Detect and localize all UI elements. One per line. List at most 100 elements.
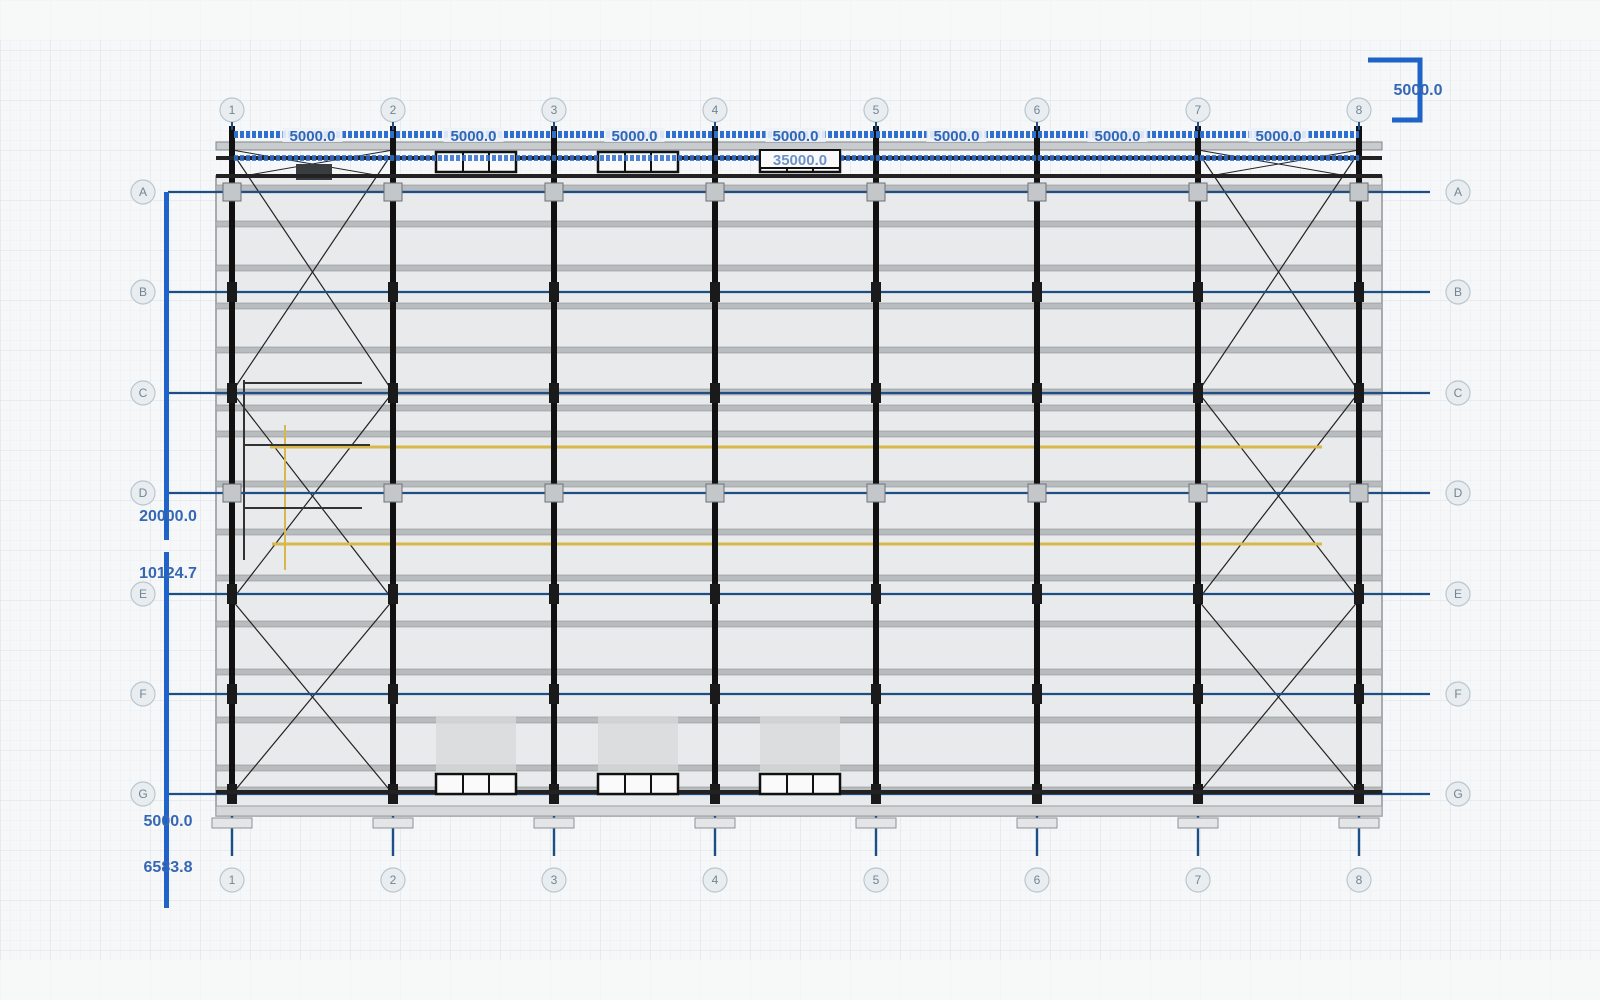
grid-bubble-left-A[interactable]: A [130,179,156,205]
grid-bubble-top-2[interactable]: 2 [380,97,406,123]
column-section [1354,684,1364,704]
column-8 [1356,126,1362,794]
grid-bubble-top-3[interactable]: 3 [541,97,567,123]
grid-bubble-top-5[interactable]: 5 [863,97,889,123]
grid-bubble-left-B[interactable]: B [130,279,156,305]
grid-bubble-top-4[interactable]: 4 [702,97,728,123]
window-opening [758,772,842,796]
grid-bubble-top-8-label: 8 [1356,103,1363,117]
grid-bubble-bottom-4[interactable]: 4 [702,867,728,893]
grid-bubble-right-D[interactable]: D [1445,480,1471,506]
grid-bubble-right-C[interactable]: C [1445,380,1471,406]
column-section [388,282,398,302]
dim-label-bg [1087,128,1148,142]
column-section [710,282,720,302]
grid-bubble-left-A-label: A [139,185,147,199]
left-dim-offset-2: 5000.0 [144,813,193,830]
grid-bubble-top-7-label: 7 [1195,103,1202,117]
grid-bubble-left-E[interactable]: E [130,581,156,607]
footing-pad [1338,817,1380,829]
grid-bubble-top-7[interactable]: 7 [1185,97,1211,123]
grid-bubble-left-G-label: G [138,787,147,801]
grid-bubble-right-A[interactable]: A [1445,179,1471,205]
column-section [388,684,398,704]
bay-dimension-7: 5000.0 [1256,128,1302,145]
column-section [549,684,559,704]
column-section [227,282,237,302]
grid-bubble-left-B-circle [130,279,156,305]
grid-bubble-bottom-5-label: 5 [873,873,880,887]
window-opening [434,772,518,796]
grid-bubble-bottom-8[interactable]: 8 [1346,867,1372,893]
bay-dimension-1: 5000.0 [290,128,336,145]
column-section [1193,383,1203,403]
door-zone [598,716,678,772]
bay-dimension-6: 5000.0 [1095,128,1141,145]
column-section [710,584,720,604]
grid-bubble-right-C-circle [1445,380,1471,406]
grid-bubble-bottom-5[interactable]: 5 [863,867,889,893]
grid-bubble-bottom-6[interactable]: 6 [1024,867,1050,893]
grid-bubble-bottom-8-label: 8 [1356,873,1363,887]
grid-bubble-left-B-label: B [139,285,147,299]
column-section [227,383,237,403]
overall-length-dimension: 35000.0 [773,152,827,169]
grid-bubble-left-A-circle [130,179,156,205]
bracing-line [231,599,394,795]
column-1 [229,126,235,794]
grid-bubble-top-6[interactable]: 6 [1024,97,1050,123]
grid-bubble-right-G-label: G [1453,787,1462,801]
bracing-line [1197,149,1360,179]
grid-bubble-bottom-7[interactable]: 7 [1185,867,1211,893]
purlin [215,430,1383,438]
grid-bubble-top-5-label: 5 [873,103,880,117]
grid-bubble-bottom-1[interactable]: 1 [219,867,245,893]
column-section [710,684,720,704]
column-section [1032,383,1042,403]
grid-bubble-right-A-label: A [1454,185,1462,199]
grid-bubble-bottom-6-circle [1024,867,1050,893]
column-section [1193,684,1203,704]
grid-bubble-right-E[interactable]: E [1445,581,1471,607]
grid-bubble-left-D[interactable]: D [130,480,156,506]
column-base-plate [383,182,403,202]
grid-bubble-left-C-label: C [139,386,148,400]
left-dim-overall-width: 20000.0 [139,508,197,525]
footing-pad [1177,817,1219,829]
grid-bubble-right-B[interactable]: B [1445,279,1471,305]
grid-bubble-left-C[interactable]: C [130,380,156,406]
grid-bubble-right-E-label: E [1454,587,1462,601]
grid-bubble-left-E-circle [130,581,156,607]
column-section [710,383,720,403]
grid-bubble-top-6-label: 6 [1034,103,1041,117]
grid-bubble-bottom-4-circle [702,867,728,893]
column-base-plate [1349,483,1369,503]
dim-label-bg [765,128,826,142]
column-section [871,584,881,604]
grid-bubble-top-1[interactable]: 1 [219,97,245,123]
bay-dimension-3: 5000.0 [612,128,658,145]
grid-bubble-bottom-1-circle [219,867,245,893]
grid-bubble-left-F[interactable]: F [130,681,156,707]
purlin [215,346,1383,354]
column-section [871,282,881,302]
grid-bubble-left-G[interactable]: G [130,781,156,807]
grid-bubble-bottom-3[interactable]: 3 [541,867,567,893]
grid-bubble-top-8[interactable]: 8 [1346,97,1372,123]
top-right-dimension: 5000.0 [1394,82,1443,99]
grid-bubble-top-1-label: 1 [229,103,236,117]
column-section [549,282,559,302]
grid-bubble-right-G-circle [1445,781,1471,807]
column-6 [1034,126,1040,794]
footing-group [211,817,1380,829]
column-base-plate [1349,182,1369,202]
grid-bubble-bottom-2[interactable]: 2 [380,867,406,893]
grid-bubble-right-F[interactable]: F [1445,681,1471,707]
grid-bubble-right-G[interactable]: G [1445,781,1471,807]
dim-label-bg [1248,128,1309,142]
grid-bubble-right-C-label: C [1454,386,1463,400]
column-4 [712,126,718,794]
